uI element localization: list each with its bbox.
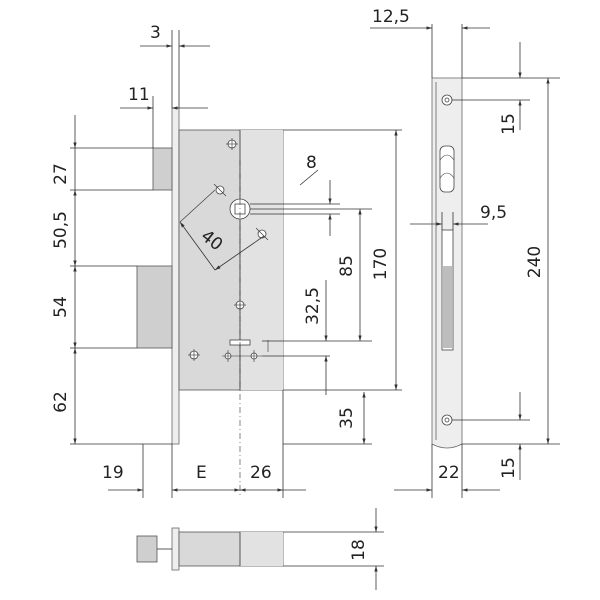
dim-19: 19: [102, 463, 124, 483]
dim-9-5: 9,5: [480, 203, 507, 223]
dim-3: 3: [150, 23, 161, 43]
bottom-bolt: [136, 535, 158, 563]
front-dimensions: 3 11 27 50,5 54 62 8 40: [51, 23, 402, 498]
dim-11: 11: [128, 85, 150, 105]
dim-22: 22: [438, 463, 460, 483]
latch-bolt: [152, 147, 173, 191]
bottom-forend: [171, 527, 180, 571]
forend-plate: [171, 107, 180, 445]
lock-front-view: [136, 107, 284, 498]
dim-50-5: 50,5: [51, 211, 71, 249]
dim-54: 54: [51, 296, 71, 318]
dim-8: 8: [306, 153, 317, 173]
faceplate-side-view: [431, 77, 463, 449]
dim-26: 26: [250, 463, 272, 483]
case-shade: [240, 130, 283, 390]
latch-opening: [439, 145, 455, 193]
dim-27: 27: [51, 163, 71, 185]
dim-15-bottom: 15: [499, 457, 519, 479]
dim-18: 18: [349, 539, 369, 561]
dim-12-5: 12,5: [372, 7, 410, 27]
dim-E: E: [196, 463, 207, 483]
dim-32-5: 32,5: [303, 287, 323, 325]
dim-35: 35: [337, 407, 357, 429]
screw-holes: [188, 138, 269, 361]
lock-bottom-view: 18: [136, 508, 384, 590]
side-dimensions: 12,5 15 9,5 240 15 22: [370, 7, 560, 498]
dead-bolt: [136, 265, 173, 349]
dim-170: 170: [371, 248, 391, 280]
dim-240: 240: [525, 246, 545, 278]
dim-15-top: 15: [499, 113, 519, 135]
dim-85: 85: [337, 255, 357, 277]
dim-62: 62: [51, 391, 71, 413]
